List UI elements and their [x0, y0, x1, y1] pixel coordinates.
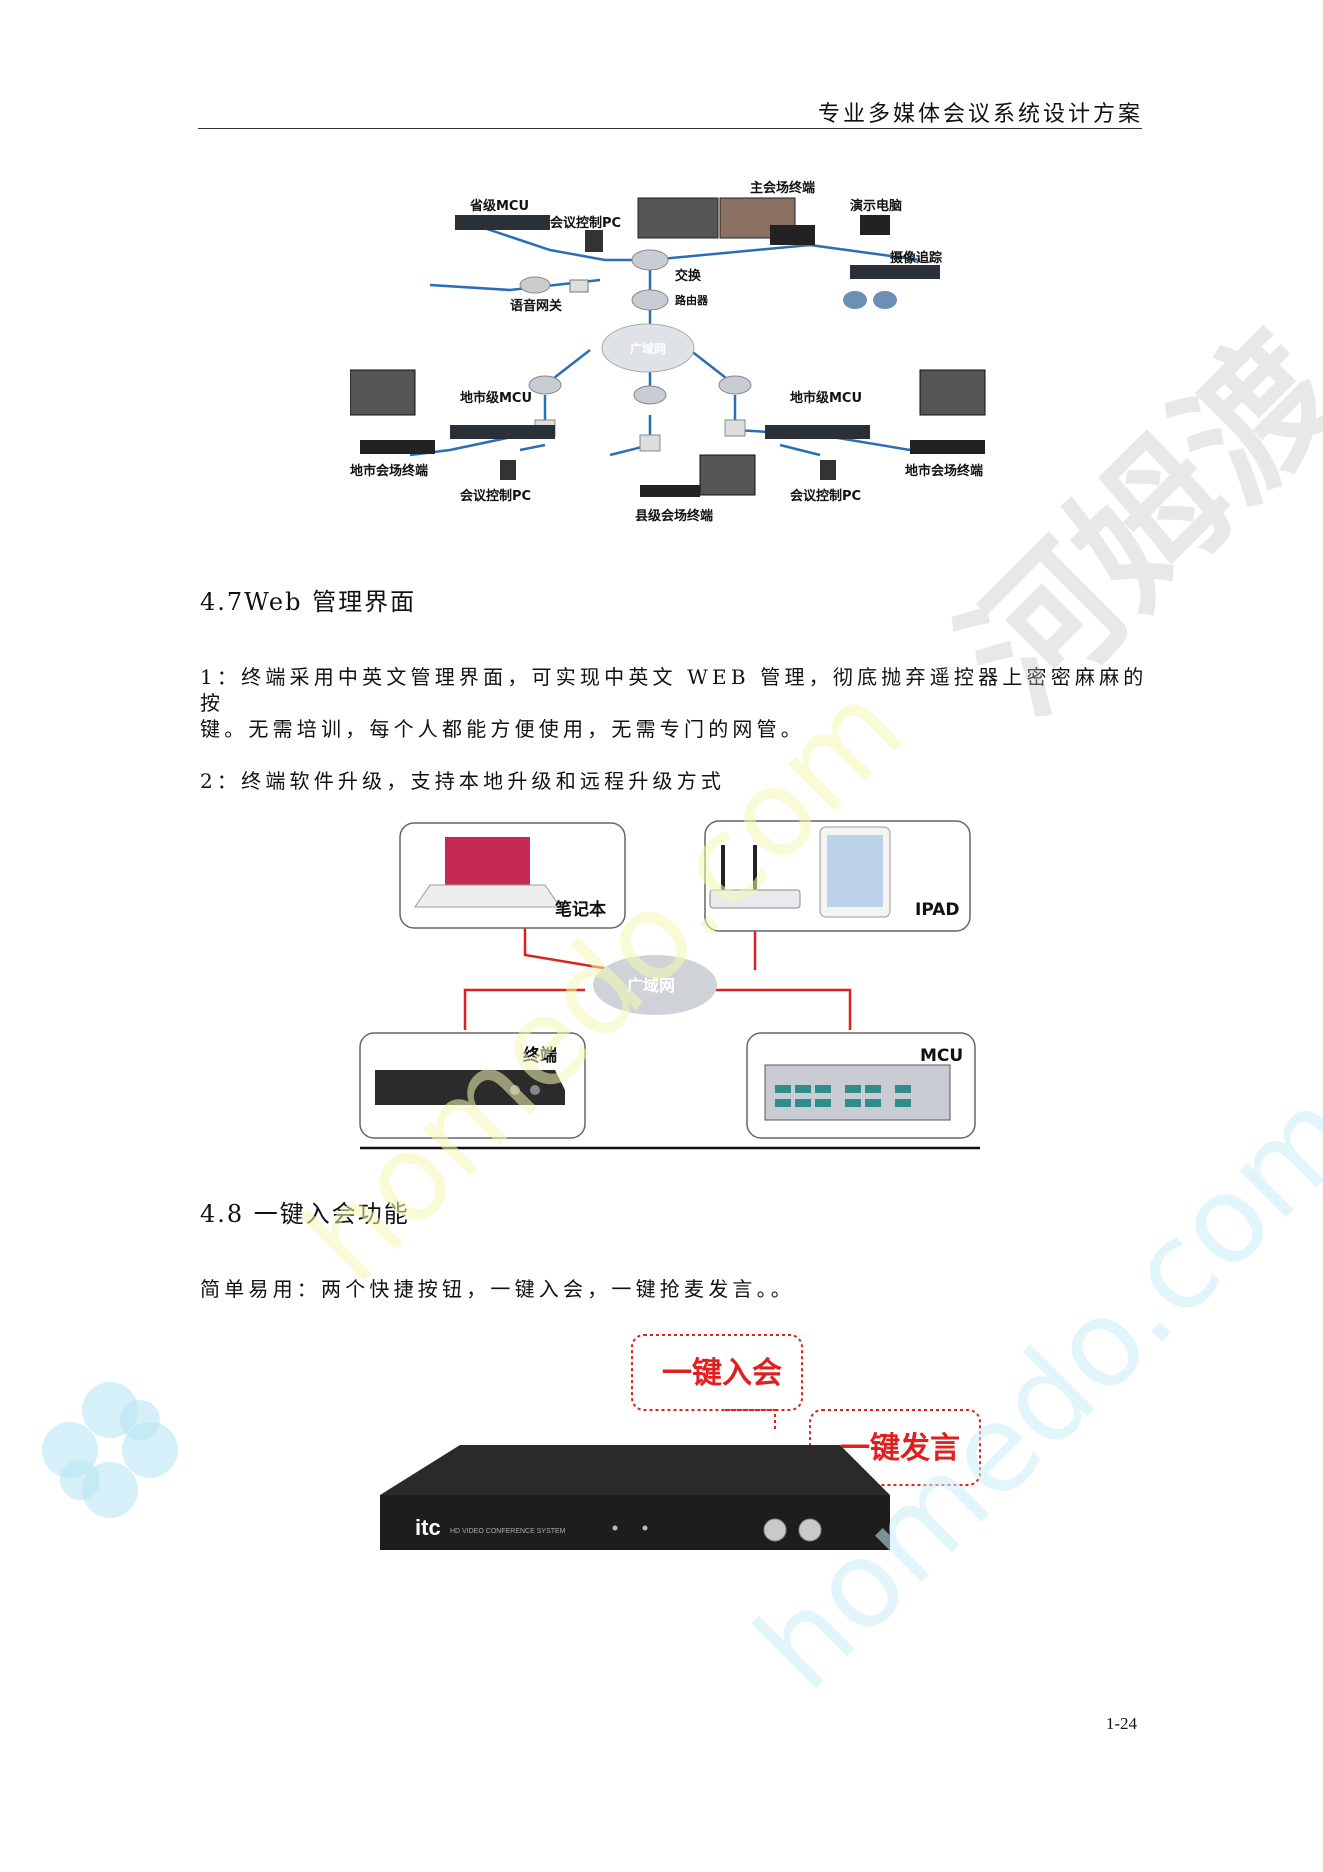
label-county-terminal: 县级会场终端: [635, 508, 713, 524]
camera-tracker-icon: [850, 265, 940, 279]
mic-icon: [873, 291, 897, 309]
device-brand-logo: itc: [415, 1515, 441, 1540]
monitor-icon: [350, 369, 416, 416]
label-city-mcu-right: 地市级MCU: [790, 390, 862, 406]
header-title: 专业多媒体会议系统设计方案: [817, 102, 1143, 127]
para-4-7-line2: 键。无需培训，每个人都能方便使用，无需专门的网管。: [200, 717, 805, 741]
device-subtitle: HD VIDEO CONFERENCE SYSTEM: [450, 1528, 566, 1535]
terminal-device-icon: [375, 1070, 565, 1105]
speak-button[interactable]: [798, 1518, 822, 1542]
label-router: 路由器: [675, 293, 709, 307]
join-button[interactable]: [763, 1518, 787, 1542]
wan-cloud-icon: [593, 955, 717, 1015]
monitor-icon: [637, 197, 719, 239]
label-demo-pc: 演示电脑: [850, 198, 902, 214]
indicator-led: [612, 1525, 618, 1531]
header-rule: [198, 128, 1142, 129]
pc-icon: [820, 460, 836, 480]
para-4-7-item2: 2：终端软件升级，支持本地升级和远程升级方式: [200, 769, 726, 793]
terminal-icon: [910, 440, 985, 454]
city-mcu-icon: [450, 425, 555, 439]
callout-join-box: [631, 1334, 803, 1411]
section-heading-4-7: 4.7Web 管理界面: [200, 588, 417, 616]
callout-speak-text: 一键发言: [840, 1431, 960, 1466]
label-mcu: MCU: [920, 1046, 963, 1066]
router-icon: [631, 289, 669, 311]
indicator-led: [642, 1525, 648, 1531]
para-4-7-line1: 1：终端采用中英文管理界面，可实现中英文 WEB 管理，彻底抛弃遥控器上密密麻麻…: [200, 665, 1148, 715]
city-mcu-icon: [765, 425, 870, 439]
router-icon: [633, 385, 667, 405]
one-key-device-figure: 一键入会 一键发言 itc HD VIDEO CONFERENCE SYSTEM: [380, 1334, 981, 1550]
label-wan-2: 广域网: [627, 976, 675, 995]
label-ipad: IPAD: [915, 900, 960, 920]
label-ctrl-pc-right: 会议控制PC: [790, 488, 861, 504]
terminal-icon: [640, 485, 700, 497]
terminal-icon: [770, 225, 815, 245]
callout-join-text: 一键入会: [662, 1356, 782, 1391]
pc-icon: [585, 230, 603, 252]
wan-cloud-icon: [601, 323, 695, 373]
router-icon: [718, 375, 752, 395]
switch-icon: [631, 249, 669, 271]
switch-icon: [639, 434, 661, 452]
router-icon: [528, 375, 562, 395]
monitor-icon: [699, 454, 756, 496]
phone-icon: [569, 279, 589, 293]
label-camera-track: 摄像追踪: [890, 250, 942, 266]
label-city-terminal-left: 地市会场终端: [350, 463, 428, 479]
ipad-screen-icon: [827, 835, 883, 907]
label-main-terminal: 主会场终端: [750, 180, 815, 196]
label-terminal: 终端: [523, 1045, 557, 1066]
label-city-mcu-left: 地市级MCU: [460, 390, 532, 406]
switch-icon: [724, 419, 746, 437]
pc-icon: [500, 460, 516, 480]
laptop-screen-icon: [445, 837, 530, 885]
web-management-diagram: 笔记本 IPAD 广域网 终端 MCU: [359, 820, 980, 1150]
laptop-icon: [860, 215, 890, 235]
laptop-keyboard-icon: [414, 884, 561, 908]
para-4-8: 简单易用：两个快捷按钮，一键入会，一键抢麦发言。。: [200, 1277, 795, 1301]
prov-mcu-icon: [455, 215, 550, 230]
section-heading-4-8: 4.8 一键入会功能: [200, 1200, 410, 1228]
label-laptop: 笔记本: [555, 899, 606, 920]
label-switch: 交换: [675, 268, 702, 284]
label-ctrl-pc-top: 会议控制PC: [550, 215, 621, 231]
mic-icon: [843, 291, 867, 309]
label-voice-gw: 语音网关: [510, 298, 562, 314]
label-prov-mcu: 省级MCU: [469, 198, 529, 214]
network-topology-diagram: 省级MCU 会议控制PC 主会场终端 演示电脑 摄像追踪 交换 路由器 语音网关…: [350, 180, 986, 524]
watermark-flower-icon: [42, 1382, 178, 1518]
monitor-icon: [919, 369, 986, 416]
page-number: 1-24: [1105, 1714, 1137, 1733]
label-ctrl-pc-left: 会议控制PC: [460, 488, 531, 504]
router-icon: [709, 889, 801, 909]
label-wan: 广域网: [630, 341, 666, 356]
label-city-terminal-right: 地市会场终端: [905, 463, 983, 479]
voice-gateway-icon: [519, 276, 551, 294]
terminal-icon: [360, 440, 435, 454]
